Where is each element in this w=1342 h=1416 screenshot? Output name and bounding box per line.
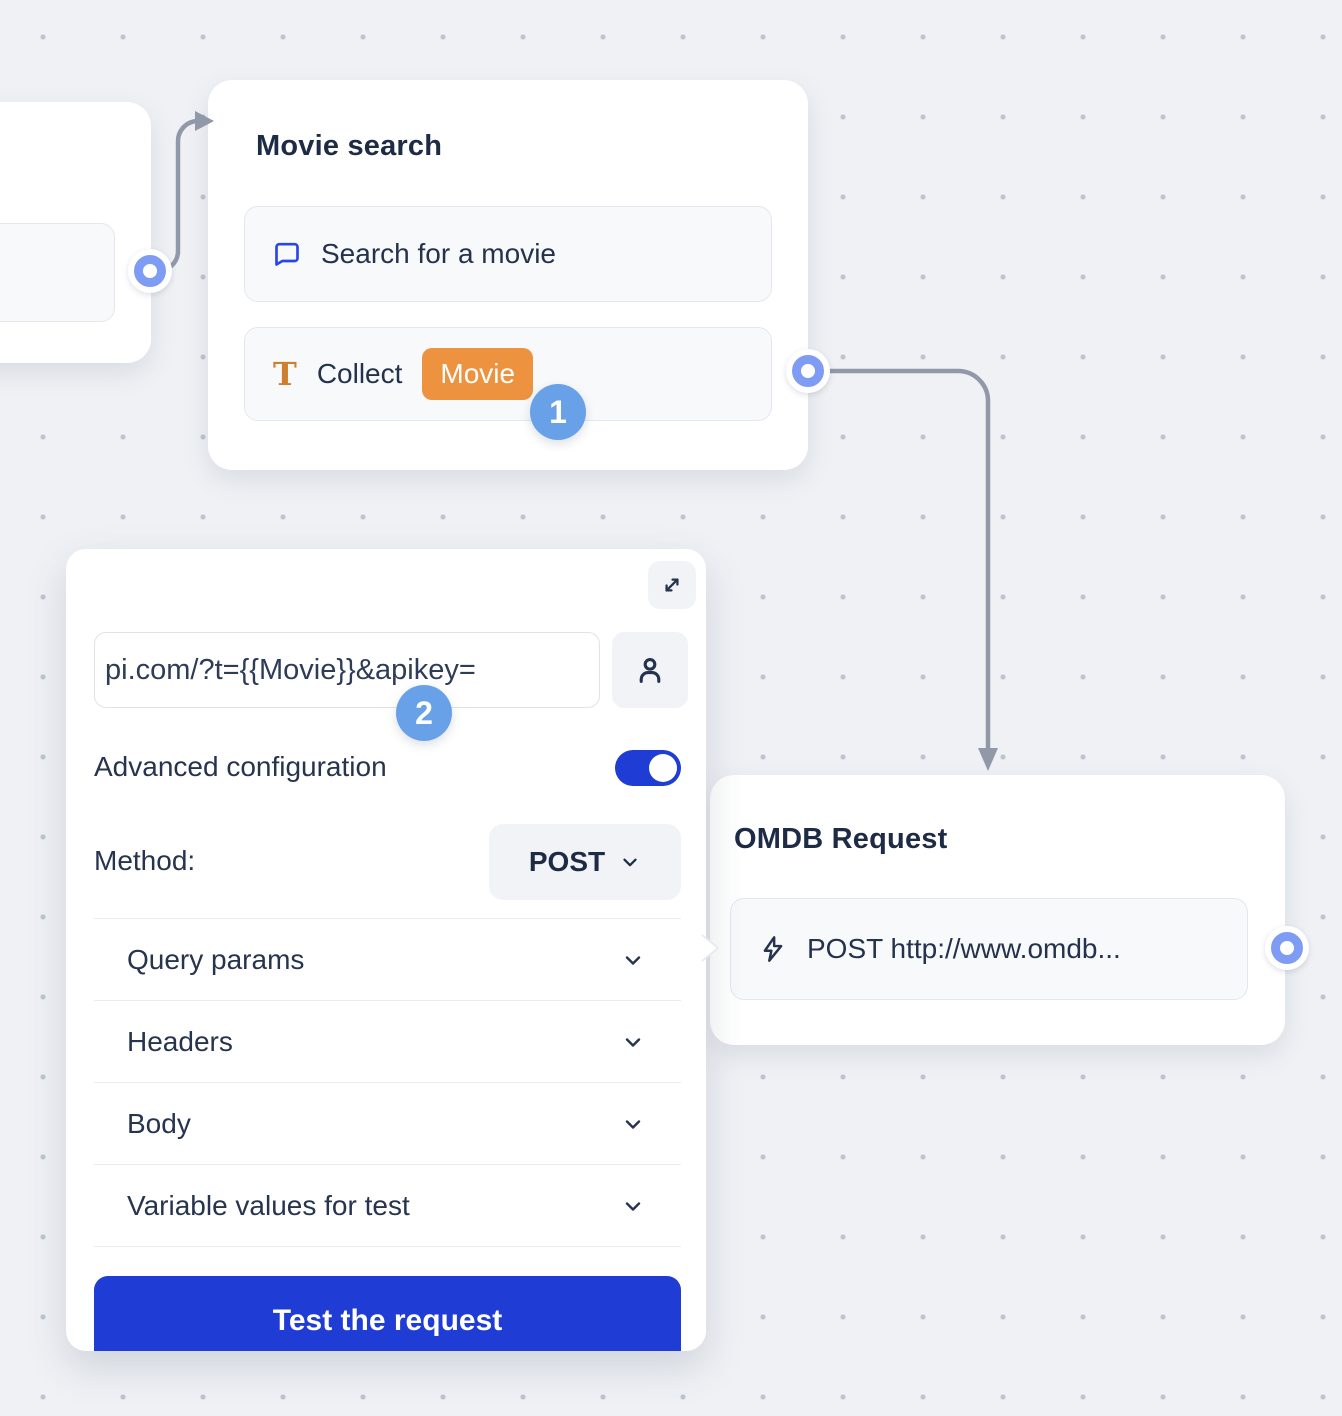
block-webhook[interactable]: POST http://www.omdb... [730,898,1248,1000]
connector-left-to-movie-search[interactable] [149,111,214,274]
test-request-button[interactable]: Test the request [94,1276,681,1351]
variable-badge[interactable]: Movie [422,348,534,400]
chevron-down-icon [623,858,637,867]
node-omdb-request[interactable]: OMDB Request POST http://www.omdb... [710,775,1285,1045]
connector-movie-search-to-omdb[interactable] [813,368,998,771]
section-headers[interactable]: Headers [94,1000,681,1082]
step-annotation-1: 1 [530,384,586,440]
chevron-down-icon [625,1201,641,1211]
chat-bubble-icon [275,242,299,266]
node-title: Movie search [256,130,443,162]
section-label: Headers [127,1025,233,1057]
block-label: Collect [316,358,403,389]
node-title: OMDB Request [734,823,948,855]
advanced-configuration-label: Advanced configuration [94,751,387,782]
chevron-down-icon [625,955,641,965]
chevron-down-icon [625,1037,641,1047]
method-label: Method: [94,845,196,876]
node-movie-search[interactable]: Movie search Search for a movie T Collec… [208,80,808,470]
output-port-omdb[interactable] [1265,926,1309,970]
section-label: Variable values for test [127,1189,410,1221]
step-annotation-2: 2 [396,685,452,741]
method-select[interactable]: POST [489,824,681,900]
section-query-params[interactable]: Query params [94,918,681,1000]
block-send-message[interactable]: Search for a movie [244,206,772,302]
person-icon [639,657,661,683]
section-variable-values[interactable]: Variable values for test [94,1164,681,1246]
block-label: POST http://www.omdb... [807,933,1121,964]
output-port-left-node[interactable] [128,249,172,293]
advanced-configuration-toggle[interactable] [615,750,681,786]
section-label: Body [127,1107,191,1139]
person-button[interactable] [612,632,688,708]
webhook-url-input[interactable] [94,632,600,708]
section-body[interactable]: Body [94,1082,681,1164]
section-label: Query params [127,943,305,975]
lightning-icon [763,936,783,962]
output-port-movie-search[interactable] [786,349,830,393]
toggle-knob [649,754,677,782]
divider [94,1246,681,1247]
expand-panel-button[interactable] [648,561,696,609]
text-input-icon: T [273,355,297,393]
method-value: POST [528,846,606,877]
webhook-config-panel: Advanced configuration Method: POST Quer… [66,549,706,1351]
block-collect-input[interactable]: T Collect Movie [244,327,772,421]
block-label: Search for a movie [321,238,556,269]
chevron-down-icon [625,1119,641,1129]
expand-icon [665,578,679,592]
input-port-chevron [701,934,720,962]
partial-left-node-item[interactable] [0,223,115,322]
partial-left-node[interactable] [0,102,151,363]
